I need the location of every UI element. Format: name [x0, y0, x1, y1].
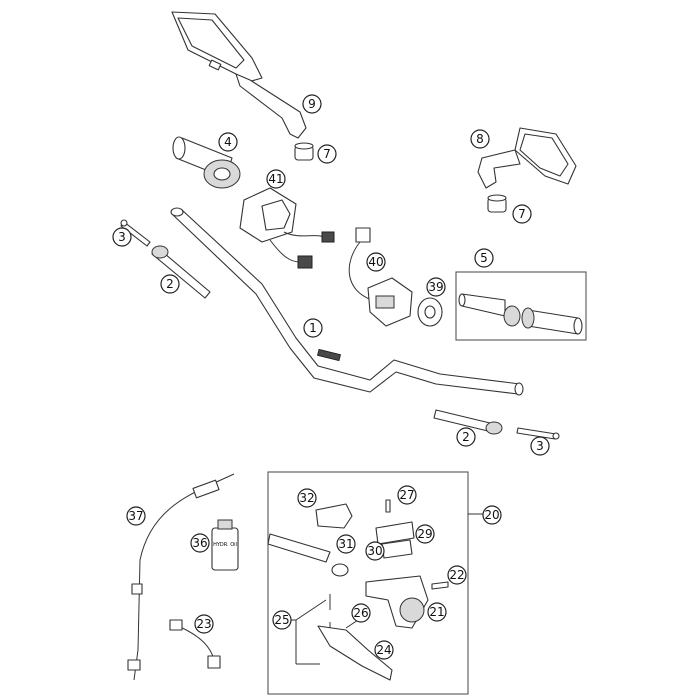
svg-text:7: 7 [518, 207, 526, 221]
svg-text:41: 41 [268, 172, 283, 186]
svg-text:3: 3 [536, 439, 544, 453]
svg-text:40: 40 [368, 255, 383, 269]
svg-text:3: 3 [118, 230, 126, 244]
svg-text:23: 23 [196, 617, 211, 631]
svg-text:27: 27 [399, 488, 414, 502]
callout-7-lower: 7 [512, 204, 532, 224]
svg-text:20: 20 [484, 508, 499, 522]
mirror-adapter-lower [487, 194, 507, 213]
bolt-left [120, 219, 151, 247]
svg-text:26: 26 [353, 606, 368, 620]
svg-text:21: 21 [429, 605, 444, 619]
callout-40: 40 [366, 252, 386, 272]
callout-23: 23 [194, 614, 214, 634]
svg-text:32: 32 [299, 491, 314, 505]
callout-2-left: 2 [160, 274, 180, 294]
svg-text:22: 22 [449, 568, 464, 582]
mirror-adapter-upper [294, 142, 314, 161]
callout-24: 24 [374, 640, 394, 660]
callout-7-upper: 7 [317, 144, 337, 164]
callout-22: 22 [447, 565, 467, 585]
bolt-right [516, 427, 560, 440]
callout-37: 37 [126, 506, 146, 526]
svg-text:4: 4 [224, 135, 232, 149]
callout-41: 41 [266, 169, 286, 189]
svg-text:39: 39 [428, 280, 443, 294]
bar-plug-left [151, 245, 211, 299]
svg-text:24: 24 [376, 643, 391, 657]
svg-text:25: 25 [274, 613, 289, 627]
callout-1: 1 [303, 318, 323, 338]
callout-29: 29 [415, 524, 435, 544]
left-mirror [171, 11, 307, 139]
callout-31: 31 [336, 534, 356, 554]
right-switch-assembly [348, 227, 413, 327]
callout-leaders [281, 599, 327, 665]
washer [417, 297, 443, 327]
callout-8: 8 [470, 129, 490, 149]
svg-text:2: 2 [462, 430, 470, 444]
master-cylinder-box [267, 471, 488, 695]
svg-text:31: 31 [338, 537, 353, 551]
callout-27: 27 [397, 485, 417, 505]
left-switch-assembly [239, 187, 335, 269]
oil-bottle-label: HYDR. Oil [213, 542, 237, 548]
svg-text:9: 9 [308, 97, 316, 111]
callout-25: 25 [272, 610, 292, 630]
callout-4: 4 [218, 132, 238, 152]
svg-text:29: 29 [417, 527, 432, 541]
callout-3-left: 3 [112, 227, 132, 247]
svg-text:1: 1 [309, 321, 317, 335]
callout-39: 39 [426, 277, 446, 297]
clutch-cable [127, 473, 235, 681]
handlebar [170, 207, 524, 396]
callout-21: 21 [427, 602, 447, 622]
callout-32: 32 [297, 488, 317, 508]
svg-text:2: 2 [166, 277, 174, 291]
callout-36: 36 [190, 533, 210, 553]
svg-text:8: 8 [476, 132, 484, 146]
callout-26: 26 [351, 603, 371, 623]
callout-20: 20 [482, 505, 502, 525]
svg-text:36: 36 [192, 536, 207, 550]
callout-3-right: 3 [530, 436, 550, 456]
clutch-switch-cable [169, 619, 221, 669]
throttle-grip [172, 136, 241, 189]
callout-30: 30 [365, 541, 385, 561]
svg-text:30: 30 [367, 544, 382, 558]
grip-set-box [455, 271, 587, 341]
svg-text:7: 7 [323, 147, 331, 161]
callout-5: 5 [474, 248, 494, 268]
callout-2-right: 2 [456, 427, 476, 447]
hydraulic-oil-bottle: HYDR. Oil [211, 519, 239, 571]
bar-plug-right [433, 409, 503, 435]
svg-text:5: 5 [480, 251, 488, 265]
callout-9: 9 [302, 94, 322, 114]
svg-text:37: 37 [128, 509, 143, 523]
right-mirror [477, 127, 577, 189]
